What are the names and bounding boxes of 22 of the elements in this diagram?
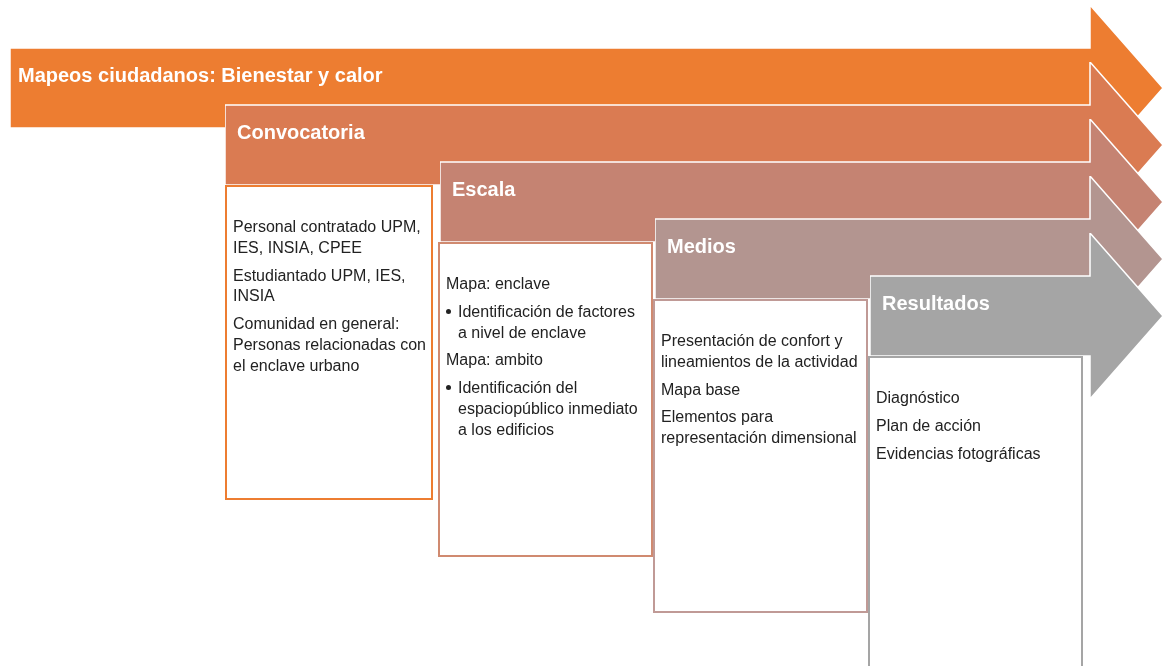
- text-line: Estudiantado UPM, IES, INSIA: [233, 265, 407, 307]
- content-box: [868, 356, 1083, 666]
- text-line: Evidencias fotográficas: [876, 443, 1042, 464]
- text-line: Diagnóstico: [876, 388, 961, 408]
- band-heading: Resultados: [882, 292, 990, 315]
- text-line: Mapa base: [661, 379, 742, 400]
- band-heading: Escala: [452, 178, 516, 201]
- text-line: Mapa: ambito: [446, 350, 544, 371]
- bullet-item: Identificación de factores a nivel de enclave: [446, 301, 647, 344]
- text-line: Personal contratado UPM, IES, INSIA, CPEE: [233, 217, 422, 258]
- content-box: [438, 242, 653, 557]
- band-heading: Medios: [667, 235, 736, 258]
- band-heading: Convocatoria: [237, 121, 365, 144]
- bullet-item: Identificación del espaciopúblico inmediato a los edificios: [446, 378, 647, 441]
- text-line: Comunidad en general: Personas relacionadas con el enclave urbano: [233, 314, 427, 376]
- content-box: [653, 299, 868, 613]
- text-line: Mapa: enclave: [446, 274, 552, 294]
- text-line: Presentación de confort y lineamientos de la actividad: [661, 331, 859, 372]
- band-heading: Mapeos ciudadanos: Bienestar y calor: [18, 64, 383, 87]
- text-line: Plan de acción: [876, 415, 982, 436]
- text-line: Elementos para representación dimensional: [661, 407, 858, 449]
- content-box: [225, 185, 433, 500]
